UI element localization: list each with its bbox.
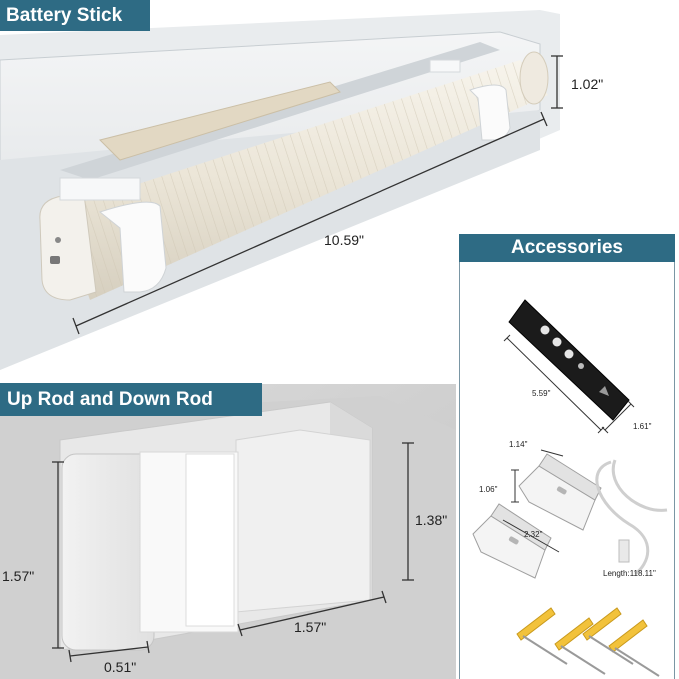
rods-dimension-lines (52, 442, 414, 663)
bracket-dimension-lines (502, 449, 563, 552)
battery-stick-title: Battery Stick (0, 0, 150, 31)
accessories-illustration (471, 298, 667, 677)
rod-height-left-label: 1.57" (2, 568, 35, 584)
accessories-title: Accessories (459, 234, 675, 262)
battery-stick-scene (0, 10, 563, 370)
bracket-width-label: 1.14" (509, 440, 528, 449)
rods-title: Up Rod and Down Rod (0, 383, 262, 416)
remote-width-label: 1.61" (633, 422, 652, 431)
rod-width-label: 0.51" (104, 659, 137, 675)
battery-length-label: 10.59" (324, 232, 365, 248)
rods-scene (0, 384, 456, 679)
remote-dimension-lines (503, 334, 634, 433)
rod-height-right-label: 1.38" (415, 512, 448, 528)
battery-dimension-lines (72, 55, 563, 335)
bracket-height-label: 1.06" (479, 485, 498, 494)
usb-cable-image (594, 458, 667, 575)
rod-depth-label: 1.57" (294, 619, 327, 635)
remote-control-image (507, 298, 630, 421)
wall-anchors-image (515, 606, 660, 677)
accessories-panel (459, 234, 675, 679)
battery-height-label: 1.02" (571, 76, 604, 92)
bracket-length-label: 2.32" (524, 530, 543, 539)
battery-tube (39, 51, 549, 301)
cable-length-label: Length:118.11" (603, 569, 656, 578)
mounting-bracket-image (471, 452, 602, 579)
remote-length-label: 5.59" (532, 389, 551, 398)
